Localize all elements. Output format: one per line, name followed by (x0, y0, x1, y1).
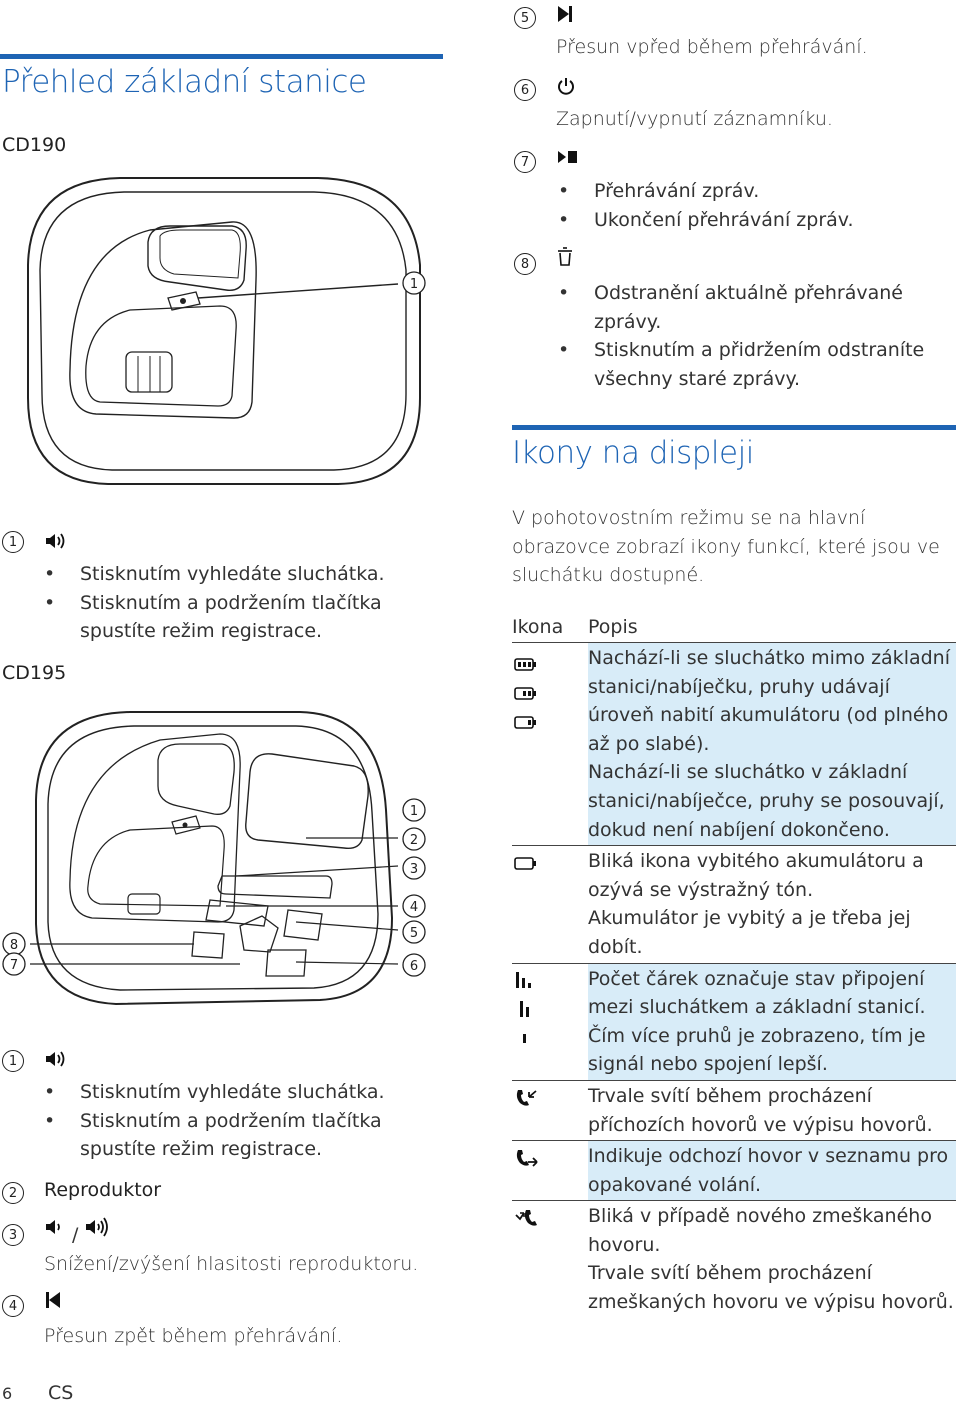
power-desc: Zapnutí/vypnutí záznamníku. (556, 108, 833, 130)
fig2-callout-5: 5 (410, 926, 418, 941)
desc-cell: Trvale svítí během procházení příchozích… (588, 1080, 956, 1141)
skip-back-desc: Přesun zpět během přehrávání. (44, 1325, 343, 1347)
volume-up-icon (86, 1217, 108, 1237)
list-item: Stisknutím a podržením tlačítka spustíte… (44, 589, 444, 646)
item-number: 1 (2, 531, 24, 553)
table-row: Bliká ikona vybitého akumulátoru a ozývá… (512, 846, 956, 964)
skip-forward-desc: Přesun vpřed během přehrávání. (556, 36, 868, 58)
list-item: Stisknutím a přidržením odstraníte všech… (558, 336, 958, 393)
model-label-cd195: CD195 (2, 662, 67, 684)
desc-text: Bliká ikona vybitého akumulátoru a ozývá… (588, 850, 924, 901)
desc-text: Indikuje odchozí hovor v seznamu pro opa… (588, 1145, 949, 1196)
incoming-call-icon (516, 1089, 537, 1106)
power-icon (558, 78, 574, 95)
cd190-bullets: Stisknutím vyhledáte sluchátka. Stisknut… (44, 560, 444, 646)
section-title: Ikony na displeji (512, 435, 754, 471)
base-station-cd195-figure: 1 2 3 4 5 6 8 7 (2, 711, 426, 1006)
desc-cell: Nachází-li se sluchátko mimo základní st… (588, 643, 956, 846)
item-number: 7 (514, 151, 536, 173)
list-item: Stisknutím a podržením tlačítka spustíte… (44, 1107, 444, 1164)
fig2-callout-7: 7 (10, 958, 18, 973)
page-title: Přehled základní stanice (2, 64, 367, 100)
delete-icon (558, 247, 572, 266)
battery-empty-icon (514, 857, 536, 870)
icon-cell (512, 964, 588, 1080)
section-rule (512, 425, 956, 430)
desc-cell: Bliká ikona vybitého akumulátoru a ozývá… (588, 846, 956, 963)
section-intro: V pohotovostním režimu se na hlavní obra… (512, 507, 940, 587)
table-header: Ikona Popis (512, 610, 956, 643)
desc-text: Počet čárek označuje stav připojení mezi… (588, 967, 926, 1076)
table-row: Počet čárek označuje stav připojení mezi… (512, 963, 956, 1081)
list-item: Odstranění aktuálně přehrávané zprávy. (558, 279, 958, 336)
item-number: 2 (2, 1182, 24, 1204)
outgoing-call-icon (516, 1150, 538, 1167)
desc-text: Akumulátor je vybitý a je třeba jej dobí… (588, 907, 911, 958)
fig2-callout-3: 3 (410, 862, 418, 877)
desc-cell: Počet čárek označuje stav připojení mezi… (588, 963, 956, 1080)
header-icon: Ikona (512, 616, 564, 638)
battery-icon (514, 658, 536, 729)
item-number: 5 (514, 7, 536, 29)
item-number: 3 (2, 1224, 24, 1246)
language-code: CS (48, 1382, 74, 1404)
table-row: Bliká v případě nového zmeškaného hovoru… (512, 1201, 956, 1318)
desc-cell: Bliká v případě nového zmeškaného hovoru… (588, 1201, 956, 1318)
speaker-find-icon (46, 533, 65, 549)
desc-text: Nachází-li se sluchátko mimo základní st… (588, 647, 950, 755)
play-bullets: Přehrávání zpráv. Ukončení přehrávání zp… (558, 177, 958, 234)
desc-text: Bliká v případě nového zmeškaného hovoru… (588, 1205, 932, 1256)
list-item: Přehrávání zpráv. (558, 177, 958, 206)
volume-down-icon (46, 1220, 60, 1234)
cd195-bullets: Stisknutím vyhledáte sluchátka. Stisknut… (44, 1078, 444, 1164)
speaker-label: Reproduktor (44, 1179, 162, 1201)
model-label-cd190: CD190 (2, 134, 67, 156)
header-desc: Popis (588, 616, 638, 638)
list-item: Ukončení přehrávání zpráv. (558, 206, 958, 235)
list-item: Stisknutím vyhledáte sluchátka. (44, 560, 444, 589)
skip-back-icon (46, 1292, 60, 1308)
desc-text: Trvale svítí během procházení zmeškaných… (588, 1262, 954, 1314)
desc-text: Nachází-li se sluchátko v základní stani… (588, 761, 945, 841)
item-number: 6 (514, 79, 536, 101)
fig2-callout-8: 8 (10, 938, 18, 953)
item-number: 8 (514, 253, 536, 275)
desc-text: Trvale svítí během procházení příchozích… (588, 1084, 933, 1136)
skip-forward-icon (558, 6, 572, 22)
icon-cell (512, 846, 588, 962)
icon-cell (512, 643, 588, 845)
title-rule (0, 54, 443, 59)
fig1-callout-1: 1 (410, 277, 418, 292)
page-number: 6 (2, 1384, 13, 1403)
slash-separator: / (72, 1224, 79, 1246)
signal-icon (516, 971, 531, 1043)
speaker-find-icon (46, 1051, 65, 1067)
delete-bullets: Odstranění aktuálně přehrávané zprávy. S… (558, 279, 958, 393)
item-number: 1 (2, 1050, 24, 1072)
desc-cell: Indikuje odchozí hovor v seznamu pro opa… (588, 1141, 956, 1201)
play-stop-icon (558, 151, 577, 163)
base-station-cd190-figure: 1 (27, 177, 426, 485)
icon-cell (512, 1141, 588, 1200)
table-row: Trvale svítí během procházení příchozích… (512, 1080, 956, 1142)
fig2-callout-4: 4 (410, 900, 418, 915)
item-number: 4 (2, 1295, 24, 1317)
icon-cell (512, 1081, 588, 1140)
icon-cell (512, 1201, 588, 1317)
table-row: Indikuje odchozí hovor v seznamu pro opa… (512, 1141, 956, 1202)
icons-table: Ikona Popis Nachází-li se sluchátko mimo… (512, 610, 956, 1318)
list-item: Stisknutím vyhledáte sluchátka. (44, 1078, 444, 1107)
fig2-callout-6: 6 (410, 959, 418, 974)
fig2-callout-1: 1 (410, 804, 418, 819)
missed-call-icon (515, 1210, 537, 1226)
table-row: Nachází-li se sluchátko mimo základní st… (512, 643, 956, 847)
fig2-callout-2: 2 (410, 833, 418, 848)
volume-desc: Snížení/zvýšení hlasitosti reproduktoru. (44, 1253, 419, 1275)
